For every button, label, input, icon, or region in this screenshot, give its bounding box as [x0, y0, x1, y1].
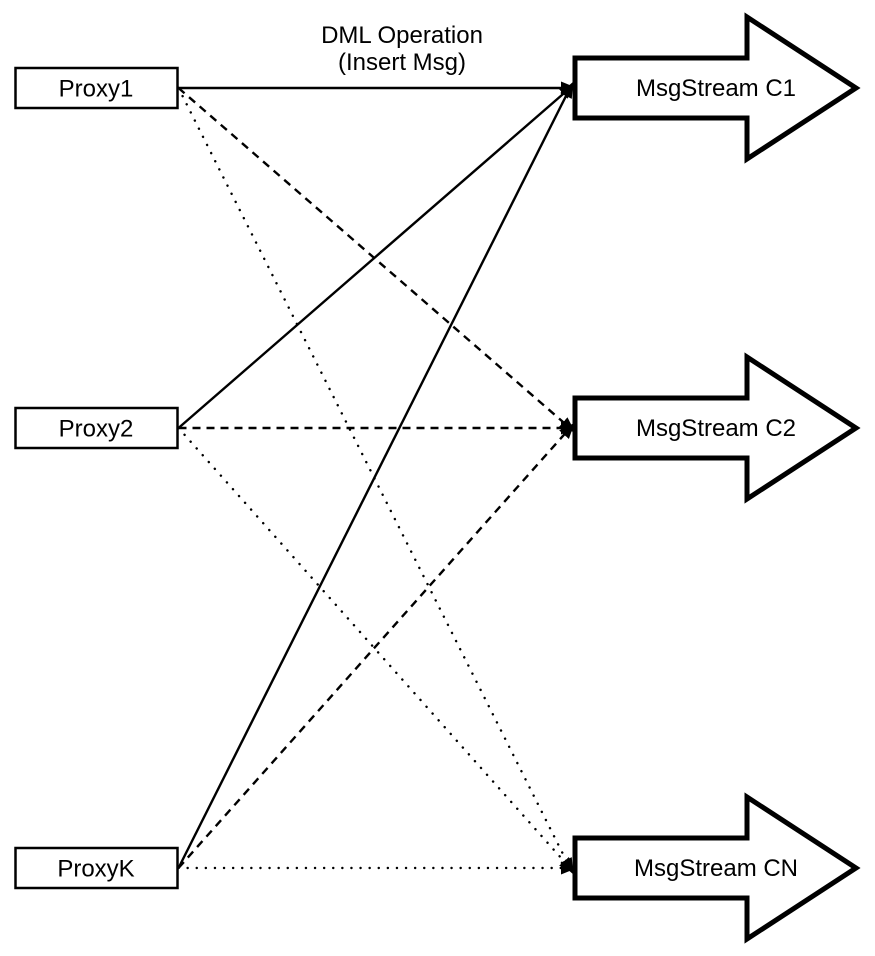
dml-operation-label-line1: DML Operation — [321, 22, 483, 49]
stream-c1-label: MsgStream C1 — [636, 75, 796, 102]
stream-c1-node: MsgStream C1 — [572, 12, 861, 164]
stream-c1-arrow-shape — [572, 12, 861, 164]
proxy1-box — [14, 66, 179, 110]
edge-proxy1-cn — [177, 86, 574, 875]
stream-cn-node: MsgStream CN — [572, 792, 861, 944]
dml-operation-label-line2: (Insert Msg) — [338, 49, 466, 76]
edge-proxy2-cn — [177, 426, 575, 874]
proxyk-label: ProxyK — [57, 856, 134, 883]
stream-c2-arrow-shape — [572, 352, 861, 504]
proxyk-node: ProxyK — [14, 846, 179, 890]
proxy2-label: Proxy2 — [59, 416, 134, 443]
stream-cn-arrow-shape — [572, 792, 861, 944]
edges-layer — [177, 81, 577, 875]
stream-c2-label: MsgStream C2 — [636, 415, 796, 442]
stream-cn-label: MsgStream CN — [634, 855, 798, 882]
edge-proxy1-c2 — [177, 87, 576, 433]
proxy1-label: Proxy1 — [59, 76, 134, 103]
edge-proxyk-c2 — [177, 422, 575, 869]
dml-operation-label: DML Operation (Insert Msg) — [321, 22, 483, 76]
proxy1-node: Proxy1 — [14, 66, 179, 110]
stream-c2-node: MsgStream C2 — [572, 352, 861, 504]
proxy2-node: Proxy2 — [14, 406, 179, 450]
